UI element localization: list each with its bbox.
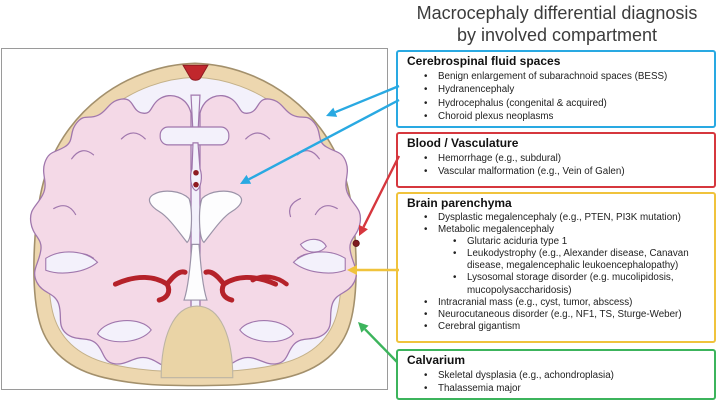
vessels	[112, 269, 289, 303]
list-item: Cerebral gigantism	[407, 321, 708, 333]
list-item: Benign enlargement of subarachnoid space…	[407, 70, 708, 84]
box-title: Cerebrospinal fluid spaces	[407, 54, 561, 68]
sylvian-fissures	[45, 238, 346, 343]
list-item: Dysplastic megalencephaly (e.g., PTEN, P…	[407, 212, 708, 224]
box-item-list: Skeletal dysplasia (e.g., achondroplasia…	[407, 369, 708, 396]
brain-illustration	[29, 62, 362, 387]
choroid-dot-lower	[193, 181, 199, 188]
list-item: Thalassemia major	[407, 382, 708, 396]
box-blood-vasculature: Blood / Vasculature Hemorrhage (e.g., su…	[396, 132, 716, 188]
page-title-line1: Macrocephaly differential diagnosis	[416, 3, 698, 23]
midline-fissure	[159, 94, 230, 192]
list-item: Hydrocephalus (congenital & acquired)	[407, 97, 708, 111]
box-title: Calvarium	[407, 353, 466, 367]
page-title: Macrocephaly differential diagnosis by i…	[396, 2, 718, 46]
list-item: Metabolic megalencephaly	[407, 224, 708, 236]
choroid-dot-upper	[193, 169, 199, 176]
box-item-list: Dysplastic megalencephaly (e.g., PTEN, P…	[407, 212, 708, 333]
box-title: Blood / Vasculature	[407, 136, 519, 150]
box-item-list: Benign enlargement of subarachnoid space…	[407, 70, 708, 124]
subdural-dot	[352, 239, 360, 247]
list-item: Leukodystrophy (e.g., Alexander disease,…	[407, 248, 708, 272]
box-brain-parenchyma: Brain parenchyma Dysplastic megalencepha…	[396, 192, 716, 343]
box-title: Brain parenchyma	[407, 196, 512, 210]
list-item: Vascular malformation (e.g., Vein of Gal…	[407, 165, 708, 179]
page-title-line2: by involved compartment	[456, 25, 658, 45]
box-calvarium: Calvarium Skeletal dysplasia (e.g., acho…	[396, 349, 716, 400]
list-item: Choroid plexus neoplasms	[407, 110, 708, 124]
box-cerebrospinal-fluid-spaces: Cerebrospinal fluid spaces Benign enlarg…	[396, 50, 716, 128]
brain-figure-frame	[1, 48, 388, 390]
list-item: Glutaric aciduria type 1	[407, 236, 708, 248]
list-item: Neurocutaneous disorder (e.g., NF1, TS, …	[407, 309, 708, 321]
list-item: Skeletal dysplasia (e.g., achondroplasia…	[407, 369, 708, 383]
list-item: Hydranencephaly	[407, 83, 708, 97]
brainstem	[160, 305, 234, 379]
list-item: Lysosomal storage disorder (e.g. mucolip…	[407, 272, 708, 296]
sagittal-sinus	[182, 64, 209, 81]
lateral-ventricles	[148, 190, 243, 301]
box-item-list: Hemorrhage (e.g., subdural)Vascular malf…	[407, 152, 708, 179]
left-hemisphere	[29, 95, 192, 368]
list-item: Hemorrhage (e.g., subdural)	[407, 152, 708, 166]
list-item: Intracranial mass (e.g., cyst, tumor, ab…	[407, 297, 708, 309]
